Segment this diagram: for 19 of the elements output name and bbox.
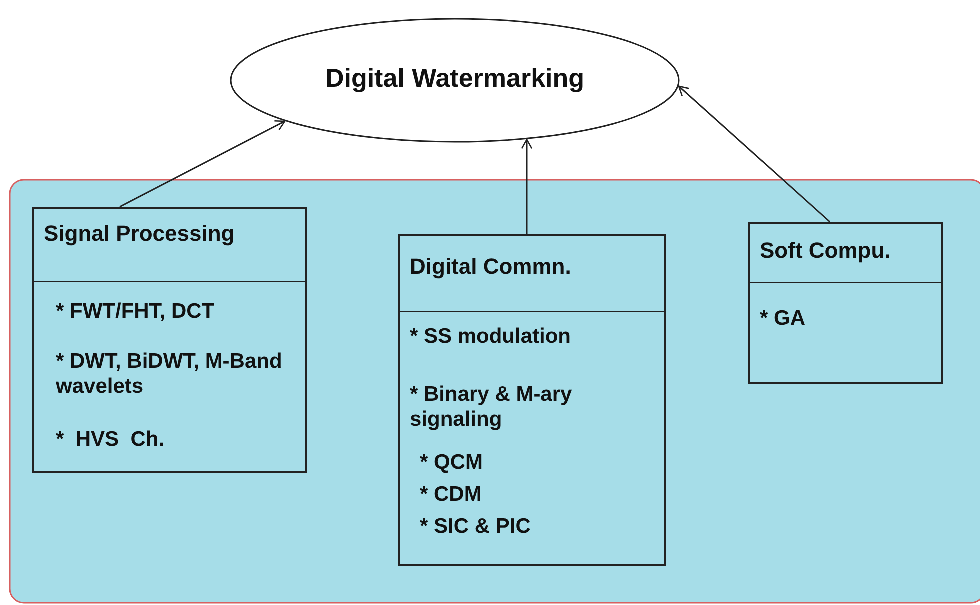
list-item: * CDM (420, 482, 482, 507)
list-item: * QCM (420, 450, 483, 475)
category-box (32, 207, 307, 473)
list-item: * SIC & PIC (420, 514, 531, 539)
box-heading: Digital Commn. (410, 254, 572, 279)
category-box (748, 222, 943, 384)
list-item: * GA (760, 306, 806, 331)
arrow (678, 86, 830, 223)
box-heading: Signal Processing (44, 221, 235, 246)
list-item: * HVS Ch. (56, 427, 165, 452)
list-item: * FWT/FHT, DCT (56, 299, 215, 324)
category-box (398, 234, 666, 566)
list-item: * DWT, BiDWT, M-Band wavelets (56, 349, 284, 399)
arrow (521, 139, 533, 234)
arrow (120, 120, 286, 208)
topic-title: Digital Watermarking (324, 62, 586, 92)
box-heading: Soft Compu. (760, 238, 891, 263)
list-item: * SS modulation (410, 324, 572, 349)
list-item: * Binary & M-ary signaling (410, 382, 574, 432)
